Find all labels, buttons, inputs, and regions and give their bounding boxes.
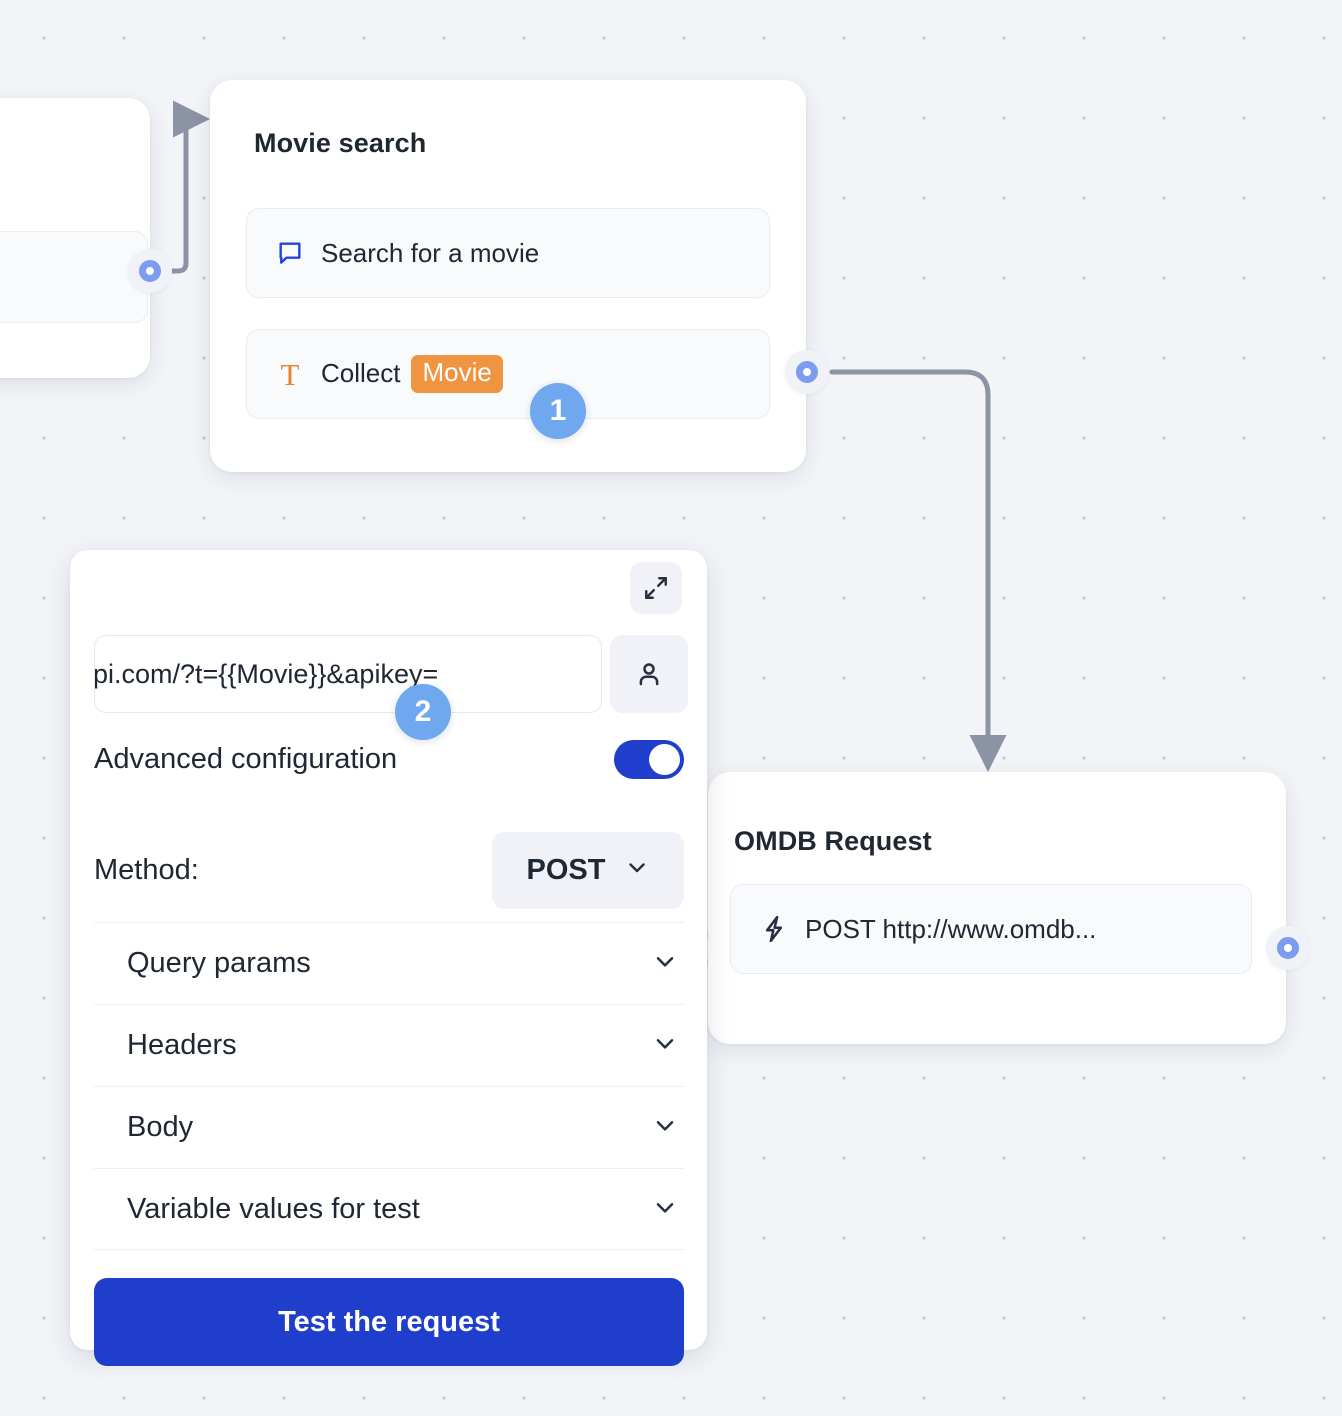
node-row-post-request[interactable]: POST http://www.omdb... [730,884,1252,974]
accordion-item-body[interactable]: Body [94,1086,684,1168]
chevron-down-icon [625,854,649,887]
chevron-down-icon [652,1112,678,1143]
method-value: POST [526,854,606,886]
accordion-item-headers[interactable]: Headers [94,1004,684,1086]
node-row-collect-movie[interactable]: T Collect Movie [246,329,770,419]
node-row-label: Search for a movie [321,237,540,268]
chevron-down-icon [652,1030,678,1061]
node-card-partial[interactable] [0,98,150,378]
accordion-label: Body [127,1111,194,1143]
advanced-configuration-row[interactable]: Advanced configuration [94,740,684,779]
expand-diagonal-icon[interactable] [630,562,682,614]
step-badge-2: 2 [395,684,451,740]
method-row: Method: POST [94,832,684,909]
accordion-label: Headers [127,1029,237,1061]
accordion-label: Query params [127,947,311,979]
accordion-item-variable-values-for-test[interactable]: Variable values for test [94,1168,684,1250]
advanced-configuration-toggle[interactable] [614,740,684,779]
request-accordion: Query params Headers Body Variable value… [94,922,684,1250]
node-row-label: POST http://www.omdb... [805,913,1097,944]
node-row-search-for-a-movie[interactable]: Search for a movie [246,208,770,298]
connector-port-left[interactable] [128,249,172,293]
node-title-movie-search: Movie search [254,128,427,158]
accordion-label: Variable values for test [127,1192,420,1225]
node-row-partial[interactable] [0,231,148,323]
lightning-bolt-icon [757,914,791,944]
chevron-down-icon [652,948,678,979]
url-input-group[interactable]: pi.com/?t={{Movie}}&apikey= [94,635,688,713]
text-t-icon: T [280,356,300,392]
accordion-item-query-params[interactable]: Query params [94,922,684,1004]
person-icon[interactable] [610,635,688,713]
method-label: Method: [94,854,199,886]
advanced-configuration-label: Advanced configuration [94,743,398,775]
chevron-down-icon [652,1194,678,1225]
method-select[interactable]: POST [492,832,684,909]
speech-bubble-icon [273,239,307,267]
variable-chip-movie[interactable]: Movie [411,355,503,393]
step-badge-1: 1 [530,383,586,439]
request-config-panel[interactable]: pi.com/?t={{Movie}}&apikey= Advanced con… [70,550,707,1366]
node-row-label: Collect [321,358,401,389]
node-card-movie-search[interactable]: Movie search Search for a movie T Collec… [210,80,806,472]
node-title-omdb-request: OMDB Request [734,826,932,856]
test-the-request-button[interactable]: Test the request [94,1278,684,1366]
node-card-omdb-request[interactable]: OMDB Request POST http://www.omdb... [708,772,1286,1044]
url-input[interactable]: pi.com/?t={{Movie}}&apikey= [94,635,602,713]
connector-port-omdb-output[interactable] [1266,926,1310,970]
connector-port-movie-search-output[interactable] [785,350,829,394]
